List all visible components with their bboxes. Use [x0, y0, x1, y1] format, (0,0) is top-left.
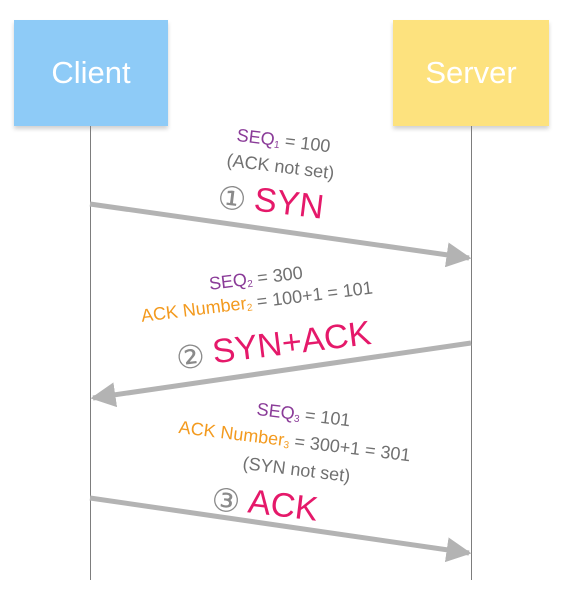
step2-number-icon: ②	[174, 337, 207, 377]
server-label: Server	[425, 55, 517, 90]
syn-arrow	[89, 201, 472, 268]
client-box: Client	[14, 20, 168, 126]
server-box: Server	[393, 20, 549, 126]
client-label: Client	[51, 55, 131, 90]
step3-number-icon: ③	[209, 480, 243, 521]
syn-ack-arrow	[90, 340, 472, 408]
server-lifeline	[471, 126, 472, 580]
step3-seq-label: SEQ3	[255, 399, 301, 426]
step1-number-icon: ①	[215, 178, 249, 219]
step1-seq-label: SEQ1	[235, 125, 281, 152]
step2-seq-label: SEQ2	[207, 269, 254, 294]
ack-arrow	[89, 495, 472, 563]
client-lifeline	[90, 126, 91, 580]
